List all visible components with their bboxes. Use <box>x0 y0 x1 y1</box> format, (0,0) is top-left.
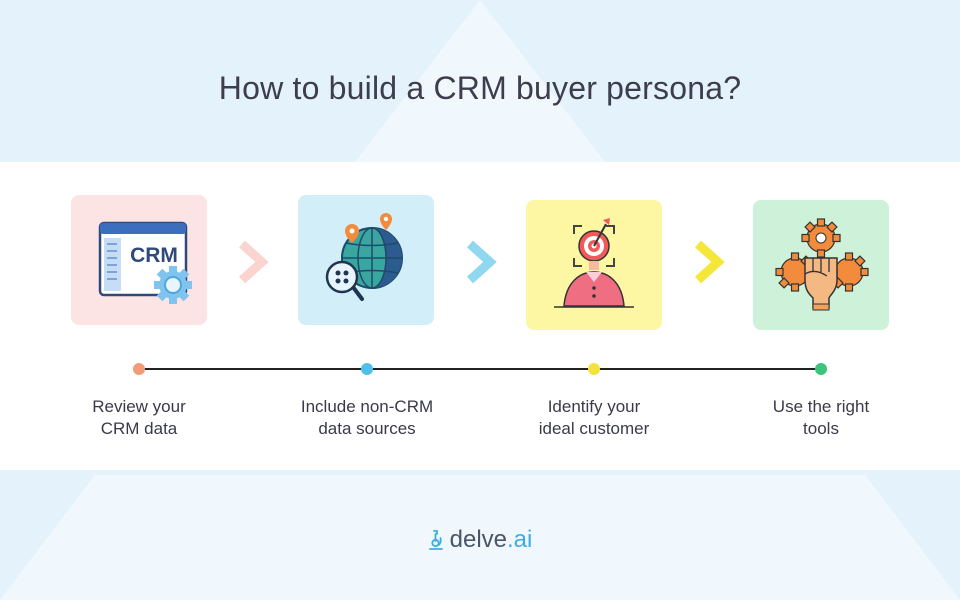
step-4-card <box>753 200 889 330</box>
crm-window-icon: CRM <box>98 221 192 304</box>
step-2-label-line-2: data sources <box>318 419 416 438</box>
step-3-label: Identify your ideal customer <box>504 396 684 440</box>
background-top-triangle <box>355 0 605 162</box>
timeline-dot-4 <box>815 363 827 375</box>
step-3-label-line-2: ideal customer <box>538 419 650 438</box>
step-2-card <box>298 195 434 325</box>
step-1-label-line-2: CRM data <box>100 419 178 438</box>
page-title: How to build a CRM buyer persona? <box>218 70 742 106</box>
chevron-right-icon <box>692 240 726 284</box>
step-4-label: Use the right tools <box>731 396 911 440</box>
chevron-right-icon <box>464 240 498 284</box>
step-1-label: Review your CRM data <box>49 396 229 440</box>
timeline-line <box>139 368 821 370</box>
background-bottom-trapezoid <box>0 475 960 600</box>
fist-gears-icon <box>775 218 869 311</box>
target-persona-icon <box>554 218 634 308</box>
chevron-right-icon <box>236 240 270 284</box>
step-1-card: CRM <box>71 195 207 325</box>
step-3-label-line-1: Identify your <box>547 397 641 416</box>
step-1-label-line-1: Review your <box>92 397 186 416</box>
brand-tld: .ai <box>507 526 533 553</box>
step-4-label-line-1: Use the right <box>772 397 870 416</box>
microscope-icon <box>428 530 443 550</box>
timeline-dot-3 <box>588 363 600 375</box>
timeline-dot-1 <box>133 363 145 375</box>
brand-logo: delve.ai <box>0 526 960 554</box>
timeline-dot-2 <box>361 363 373 375</box>
step-4-label-line-2: tools <box>803 419 839 438</box>
step-2-label-line-1: Include non-CRM <box>300 397 434 416</box>
crm-icon-text: CRM <box>130 244 178 267</box>
step-3-card <box>526 200 662 330</box>
brand-name: delve <box>449 526 507 553</box>
step-2-label: Include non-CRM data sources <box>277 396 457 440</box>
globe-search-icon <box>325 213 403 301</box>
